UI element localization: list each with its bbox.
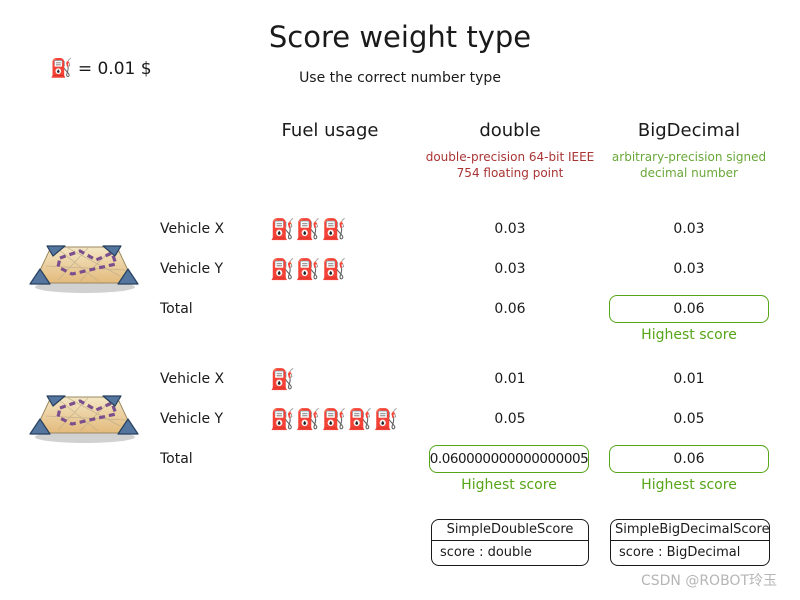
fuel-pump-icon: ⛽ [50, 58, 73, 79]
highest-score-label: Highest score [461, 477, 557, 493]
highest-score-box: 0.06 [609, 445, 769, 473]
column-header-double: double [479, 120, 541, 141]
double-total-value: 0.06 [494, 301, 526, 317]
highest-score-box: 0.060000000000000005 [429, 445, 589, 473]
fuel-pump-icons: ⛽⛽⛽ [270, 257, 348, 281]
class-name: SimpleDoubleScore [432, 520, 588, 541]
highest-score-label: Highest score [641, 327, 737, 343]
double-value: 0.03 [494, 261, 526, 277]
page-subtitle: Use the correct number type [299, 70, 501, 86]
column-header-fuel-usage: Fuel usage [281, 120, 379, 141]
double-total-value: 0.060000000000000005 [429, 451, 589, 467]
bigdecimal-value: 0.05 [673, 411, 705, 427]
fuel-pump-icons: ⛽⛽⛽⛽⛽ [270, 407, 400, 431]
row-label: Vehicle X [160, 221, 225, 237]
column-header-bigdecimal: BigDecimal [637, 120, 741, 141]
highest-score-box: 0.06 [609, 295, 769, 323]
double-description: double-precision 64-bit IEEE 754 floatin… [425, 150, 595, 181]
fuel-pump-icons: ⛽⛽⛽ [270, 217, 348, 241]
legend-text: = 0.01 $ [77, 59, 152, 79]
class-field: score : double [440, 545, 532, 560]
class-box-simpledoublescore: SimpleDoubleScore score : double [431, 519, 589, 566]
bigdecimal-value: 0.01 [673, 371, 705, 387]
highest-score-label: Highest score [641, 477, 737, 493]
fuel-cost-legend: ⛽ = 0.01 $ [50, 58, 152, 79]
row-label: Total [160, 301, 193, 317]
double-value: 0.01 [494, 371, 526, 387]
page-title: Score weight type [268, 20, 532, 54]
double-value: 0.03 [494, 221, 526, 237]
class-box-simplebigdecimalscore: SimpleBigDecimalScore score : BigDecimal [610, 519, 770, 566]
bigdecimal-description: arbitrary-precision signed decimal numbe… [611, 150, 767, 181]
map-icon [29, 245, 139, 293]
bigdecimal-total-value: 0.06 [673, 451, 705, 467]
watermark: CSDN @ROBOT玲玉 [640, 573, 777, 589]
row-label: Total [160, 451, 193, 467]
double-value: 0.05 [494, 411, 526, 427]
row-label: Vehicle X [160, 371, 225, 387]
class-name: SimpleBigDecimalScore [611, 520, 770, 541]
bigdecimal-value: 0.03 [673, 261, 705, 277]
bigdecimal-total-value: 0.06 [673, 301, 705, 317]
class-field: score : BigDecimal [619, 545, 741, 560]
fuel-pump-icons: ⛽ [270, 367, 296, 391]
row-label: Vehicle Y [160, 411, 224, 427]
bigdecimal-value: 0.03 [673, 221, 705, 237]
row-label: Vehicle Y [160, 261, 224, 277]
map-icon [29, 395, 139, 443]
